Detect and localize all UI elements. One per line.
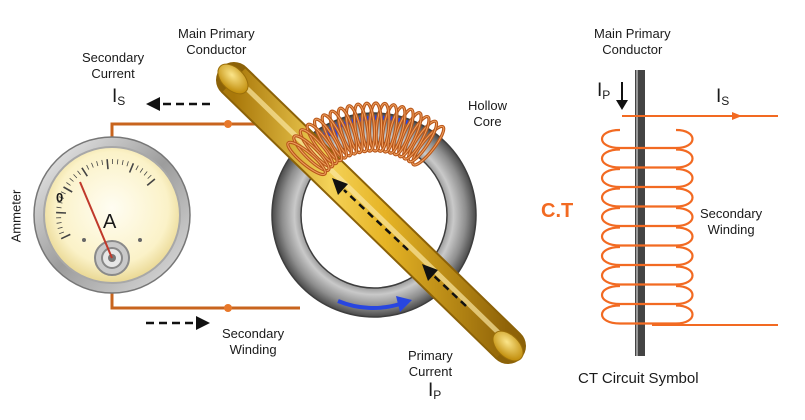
scale-tick	[60, 191, 66, 195]
coil-turn-highlight	[407, 120, 438, 163]
ct-circuit-symbol-caption: CT Circuit Symbol	[578, 370, 699, 387]
scale-tick	[135, 165, 139, 171]
ct-winding-loop	[601, 167, 694, 189]
scale-tick	[58, 196, 64, 199]
scale-tick	[86, 164, 90, 170]
coil-turn-highlight	[387, 106, 406, 154]
scale-tick	[59, 231, 65, 235]
is-left-symbol: IS	[112, 86, 126, 108]
coil-turn-highlight	[375, 103, 390, 152]
ip-bottom-symbol: IP	[428, 380, 442, 402]
coil-turn-highlight	[314, 118, 343, 162]
coil-turn-highlight	[412, 125, 445, 166]
scale-tick	[116, 159, 119, 165]
ct-winding-loop	[601, 206, 694, 228]
ammeter-zero-label: 0	[56, 190, 64, 205]
coil-turn-highlight	[361, 102, 375, 152]
ct-symbol-secondary-lines	[622, 115, 778, 326]
ammeter-label: Ammeter	[8, 189, 24, 243]
scale-tick	[56, 222, 62, 224]
scale-tick	[91, 162, 94, 168]
wire-junction-bottom	[224, 304, 232, 312]
scale-tick	[143, 171, 148, 176]
is-right-symbol: IS	[716, 86, 730, 108]
ip-right-symbol: IP	[597, 80, 611, 102]
ct-winding-loop	[601, 148, 694, 169]
ct-winding-loop	[601, 226, 694, 247]
coil-turn-highlight	[321, 114, 347, 159]
scale-tick	[77, 170, 81, 176]
coil-turn-highlight	[299, 129, 334, 168]
ct-winding-loop	[601, 187, 694, 208]
secondary-current-arrow-bottom	[146, 316, 210, 330]
coil-turn-highlight	[306, 123, 338, 165]
scale-tick	[146, 178, 156, 187]
ct-symbol	[601, 70, 778, 356]
coil-turn-highlight	[293, 135, 330, 172]
coil-turn-highlight	[345, 105, 363, 154]
ct-label: C.T	[541, 200, 574, 222]
coil-turn-highlight	[398, 112, 422, 158]
coil-turn-highlight	[392, 108, 414, 156]
coil-turn-highlight	[329, 110, 352, 157]
ct-winding-loop	[601, 128, 694, 150]
ammeter-scale-ticks	[56, 158, 156, 240]
ct-symbol-primary-arrow	[616, 82, 628, 110]
scale-tick	[96, 161, 99, 167]
flux-arrow-bottom	[337, 296, 412, 312]
scale-tick	[139, 168, 144, 173]
scale-tick	[101, 159, 104, 165]
ct-winding-loop	[601, 304, 694, 325]
ammeter	[33, 136, 191, 294]
scale-tick	[60, 233, 71, 240]
secondary-winding-coil	[286, 101, 446, 177]
secondary-current-arrow-top	[146, 97, 210, 111]
ammeter-unit-label: A	[103, 211, 117, 233]
scale-tick	[126, 161, 129, 167]
scale-tick	[121, 160, 124, 166]
ct-symbol-secondary-arrow	[732, 112, 742, 120]
wire-junction-top	[224, 120, 232, 128]
scale-tick	[63, 186, 73, 193]
coil-turn-highlight	[287, 141, 326, 175]
scale-tick	[128, 162, 135, 173]
ct-winding-loop	[601, 284, 694, 306]
scale-tick	[57, 201, 63, 204]
scale-tick	[57, 226, 63, 229]
ct-winding-loop	[601, 265, 694, 286]
scale-tick	[69, 177, 74, 182]
scale-tick	[56, 206, 62, 209]
coil-turn-highlight	[337, 107, 358, 155]
scale-tick	[147, 174, 152, 179]
coil-turn-highlight	[403, 116, 430, 160]
scale-tick	[81, 167, 88, 177]
ct-symbol-winding	[601, 128, 694, 325]
scale-tick	[66, 182, 71, 186]
coil-turn-highlight	[353, 103, 369, 153]
coil-turn-highlight	[368, 102, 383, 152]
scale-tick	[73, 174, 78, 179]
primary-current-arrow	[332, 178, 467, 307]
scale-tick	[106, 159, 109, 170]
coil-turn-highlight	[381, 104, 398, 153]
ct-winding-loop	[601, 245, 694, 267]
ammeter-needle	[79, 181, 113, 259]
